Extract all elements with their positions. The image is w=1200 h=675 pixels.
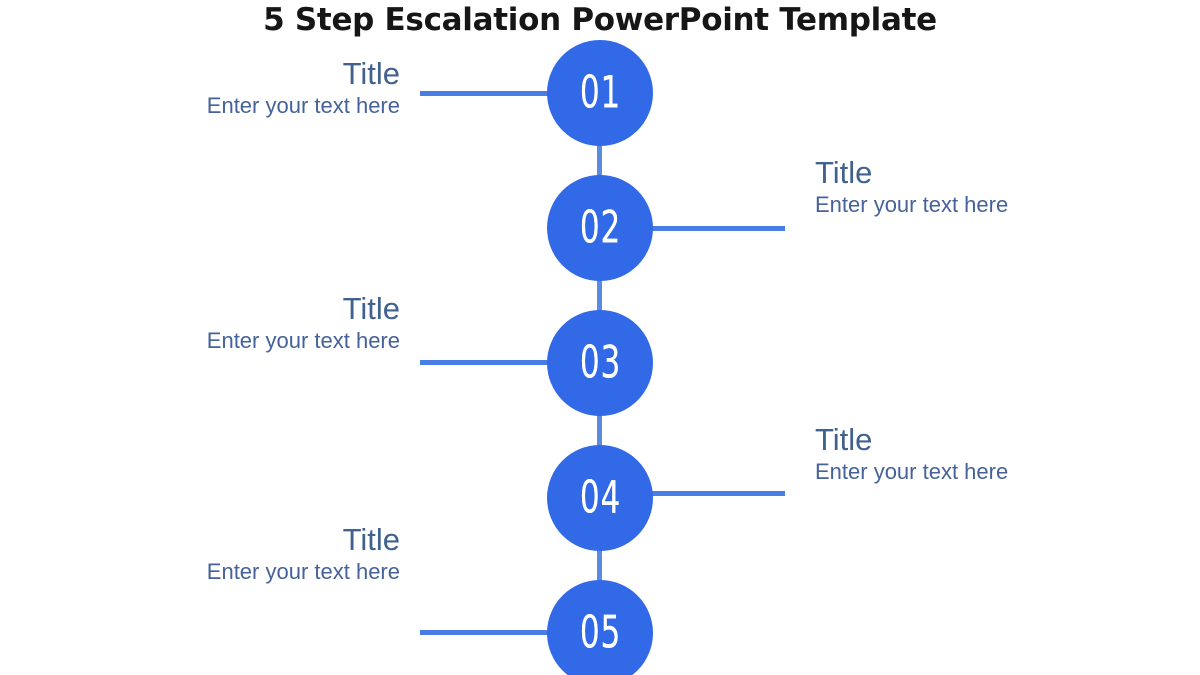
- vertical-connector-4-5: [597, 540, 602, 598]
- vertical-connector-3-4: [597, 405, 602, 463]
- step-title-2: Title: [815, 155, 873, 190]
- step-node-2[interactable]: 02: [547, 175, 653, 281]
- step-title-4: Title: [815, 422, 873, 457]
- step-text-block-4[interactable]: Title Enter your text here: [815, 423, 1115, 486]
- step-node-4[interactable]: 04: [547, 445, 653, 551]
- step-body-4: Enter your text here: [815, 459, 1009, 484]
- step-number-1: 01: [579, 67, 621, 119]
- step-title-5: Title: [342, 522, 400, 557]
- vertical-connector-2-3: [597, 270, 602, 328]
- step-title-3: Title: [342, 291, 400, 326]
- step-body-1: Enter your text here: [206, 93, 400, 118]
- horizontal-connector-step-1: [420, 91, 560, 96]
- step-text-block-3[interactable]: Title Enter your text here: [100, 292, 400, 355]
- horizontal-connector-step-4: [640, 491, 785, 496]
- step-body-2: Enter your text here: [815, 192, 1009, 217]
- step-node-3[interactable]: 03: [547, 310, 653, 416]
- step-body-5: Enter your text here: [206, 559, 400, 584]
- step-number-5: 05: [579, 607, 621, 659]
- step-number-2: 02: [579, 202, 621, 254]
- vertical-connector-1-2: [597, 135, 602, 193]
- step-node-5[interactable]: 05: [547, 580, 653, 675]
- step-body-3: Enter your text here: [206, 328, 400, 353]
- step-node-1[interactable]: 01: [547, 40, 653, 146]
- step-number-3: 03: [579, 337, 621, 389]
- horizontal-connector-step-5: [420, 630, 560, 635]
- step-text-block-5[interactable]: Title Enter your text here: [100, 523, 400, 586]
- page-title: 5 Step Escalation PowerPoint Template: [263, 2, 937, 38]
- step-title-1: Title: [342, 56, 400, 91]
- step-text-block-1[interactable]: Title Enter your text here: [100, 57, 400, 120]
- step-number-4: 04: [579, 472, 621, 524]
- horizontal-connector-step-3: [420, 360, 560, 365]
- horizontal-connector-step-2: [640, 226, 785, 231]
- step-text-block-2[interactable]: Title Enter your text here: [815, 156, 1115, 219]
